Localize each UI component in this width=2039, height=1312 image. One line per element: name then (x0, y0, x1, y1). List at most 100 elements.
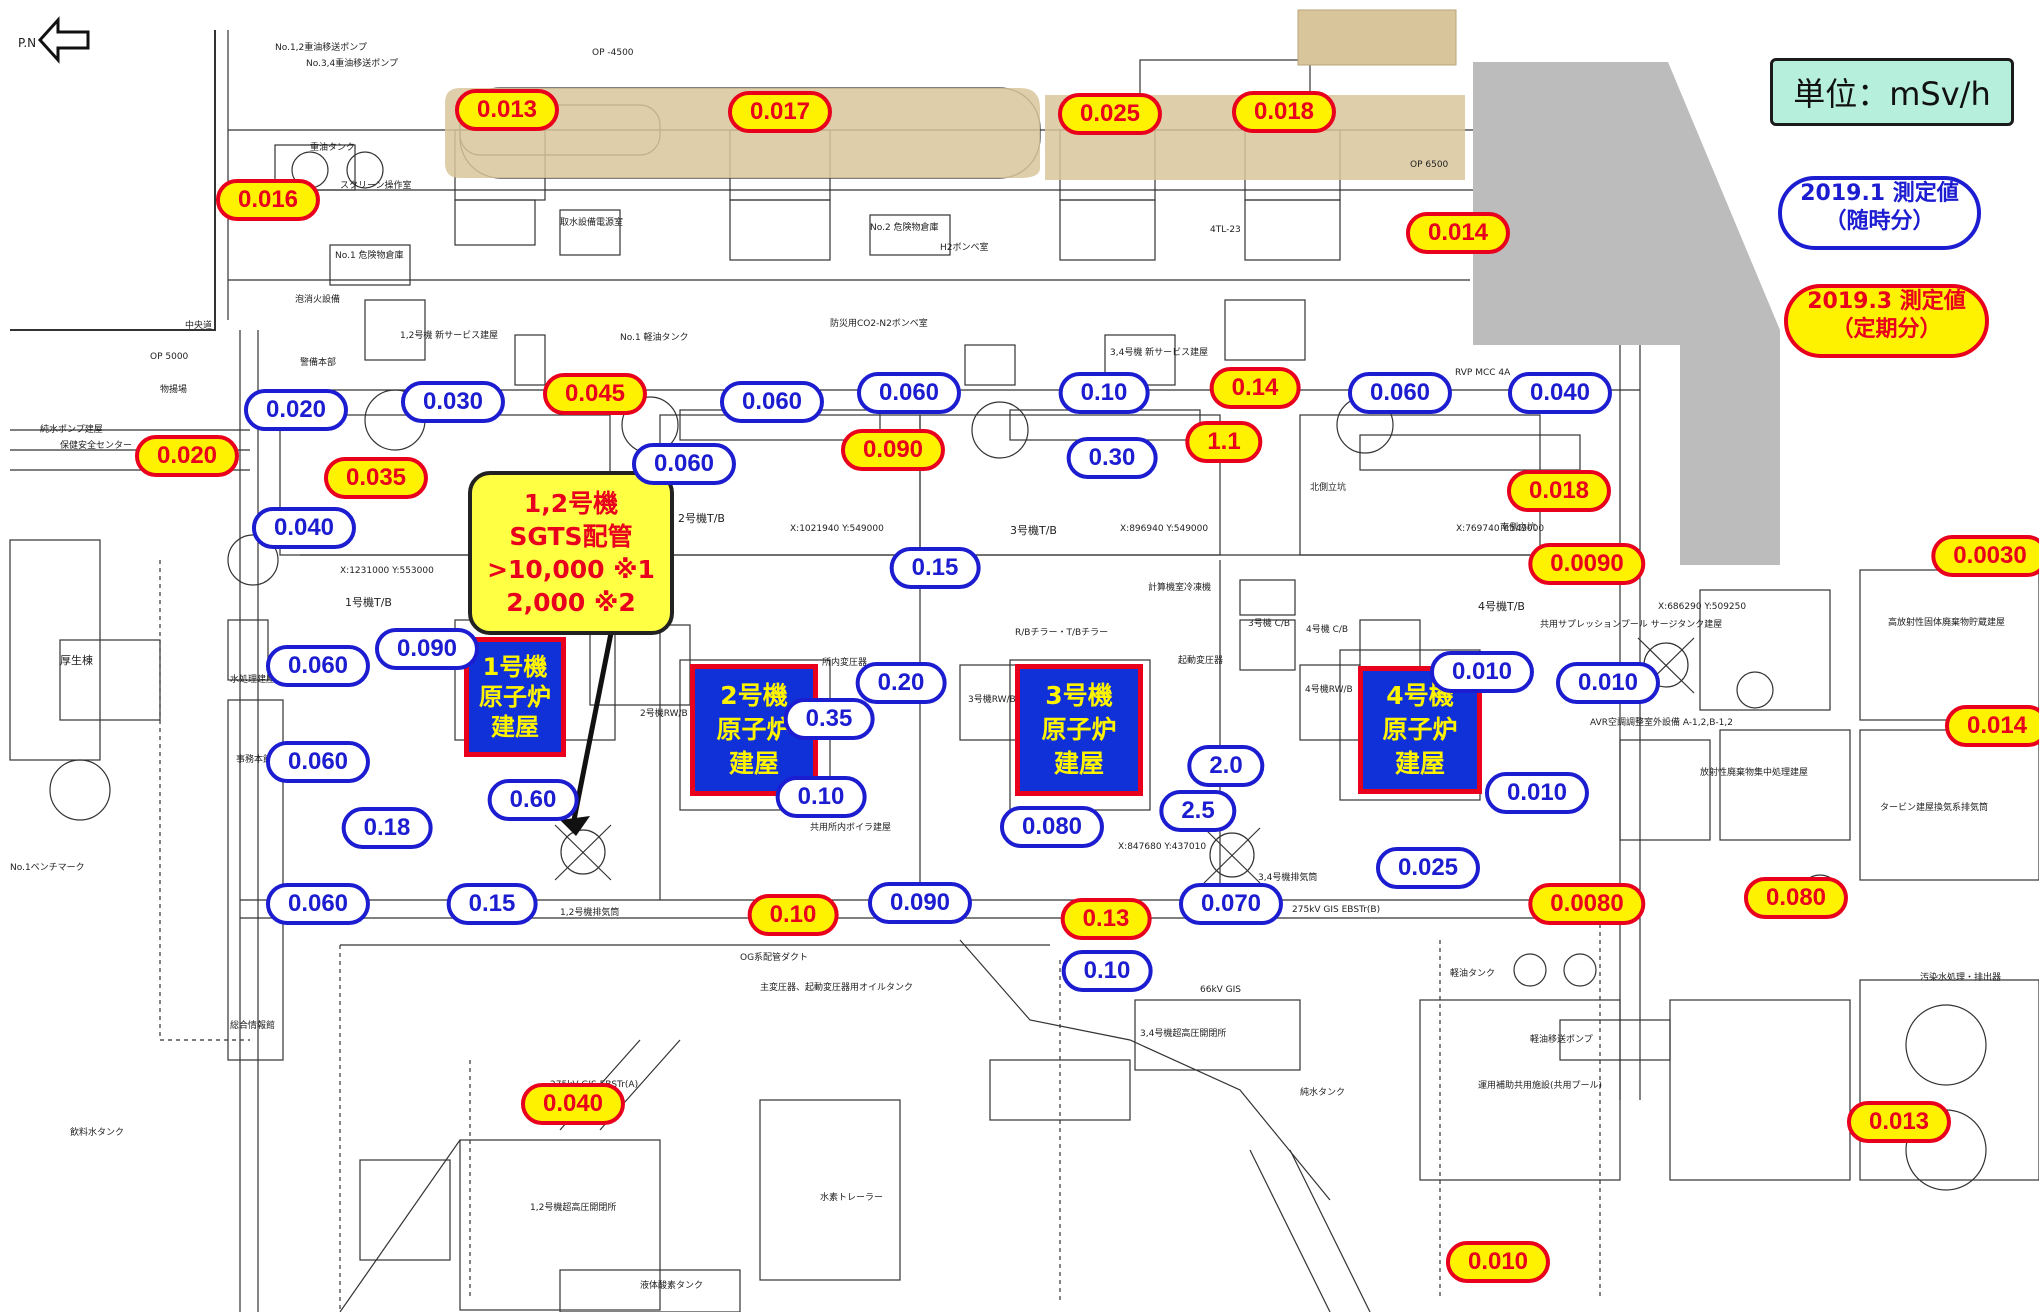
plan-label: 3,4号機 新サービス建屋 (1110, 348, 1209, 358)
plan-label: 南側立坑 (1500, 523, 1537, 533)
plan-label: 1号機T/B (345, 596, 392, 609)
plan-label: 3,4号機超高圧開閉所 (1140, 1029, 1227, 1039)
plan-label: 共用サプレッションプール サージタンク建屋 (1540, 620, 1723, 630)
plan-label: 飲料水タンク (70, 1128, 125, 1138)
plan-label: 1,2号機超高圧開閉所 (530, 1203, 617, 1213)
plan-label: 275kV GIS EBSTr(B) (1292, 905, 1381, 915)
plan-label: OP -4500 (592, 48, 634, 58)
plan-label: X:769740 Y:549000 (1456, 524, 1545, 534)
dose-tag-red: 0.090 (840, 429, 946, 471)
plan-label: 放射性廃棄物集中処理建屋 (1700, 768, 1809, 778)
dose-tag-blue: 0.070 (1178, 883, 1284, 925)
plan-label: X:1231000 Y:553000 (340, 566, 434, 576)
dose-tag-blue: 0.010 (1484, 772, 1590, 814)
legend-blue-line1: 2019.1 測定値 (1800, 181, 1959, 206)
reactor-unit4-line3: 建屋 (1394, 749, 1445, 778)
plan-label: 総合情報館 (230, 1021, 276, 1031)
reactor-unit3-line3: 建屋 (1053, 749, 1104, 778)
dose-tag-blue: 0.020 (243, 389, 349, 431)
dose-tag-red: 0.040 (520, 1083, 626, 1125)
plan-label: No.1 軽油タンク (620, 333, 689, 343)
plan-label: 純水タンク (1300, 1088, 1346, 1098)
plan-label: 重油タンク (310, 143, 356, 153)
dose-tag-red: 0.018 (1506, 470, 1612, 512)
dose-tag-blue: 0.30 (1066, 437, 1158, 479)
plan-label: 3号機T/B (1010, 524, 1057, 537)
plan-label: X:1021940 Y:549000 (790, 524, 884, 534)
dose-tag-blue: 0.060 (719, 381, 825, 423)
dose-tag-blue: 0.060 (631, 443, 737, 485)
plan-label: No.3,4重油移送ポンプ (306, 59, 398, 69)
unit-label: 単位：mSv/h (1770, 58, 2014, 126)
plan-label: 2号機T/B (678, 512, 725, 525)
dose-tag-red: 0.013 (1846, 1101, 1952, 1143)
callout-line2: SGTS配管 (509, 522, 633, 551)
dose-tag-red: 0.14 (1209, 367, 1301, 409)
dose-tag-red: 0.013 (454, 89, 560, 131)
dose-tag-blue: 0.060 (265, 645, 371, 687)
plan-label: 水処理建屋 (230, 675, 276, 685)
plan-label: 事務本館別館 (236, 755, 291, 765)
reactor-unit3-line2: 原子炉 (1041, 715, 1117, 744)
dose-tag-blue: 2.0 (1187, 745, 1265, 787)
dose-tag-blue: 0.10 (1061, 950, 1153, 992)
plan-label: 純水ポンプ建屋 (40, 425, 103, 435)
callout-line1: 1,2号機 (523, 489, 619, 518)
plan-label: 3号機 C/B (1248, 619, 1291, 629)
plan-label: 厚生棟 (60, 654, 93, 667)
plan-label: 起動変圧器 (1178, 656, 1224, 666)
dose-tag-blue: 0.35 (783, 698, 875, 740)
reactor-unit2-line1: 2号機 (720, 681, 788, 710)
plan-label: AVR空調調整室外設備 A-1,2,B-1,2 (1590, 718, 1733, 728)
dose-tag-blue: 0.080 (999, 806, 1105, 848)
plan-label: No.1,2重油移送ポンプ (275, 43, 367, 53)
plan-label: 2号機RW/B (640, 709, 688, 719)
orientation-label: P.N (18, 36, 37, 50)
dose-tag-red: 0.020 (134, 435, 240, 477)
plan-label: R/Bチラー・T/Bチラー (1015, 628, 1109, 638)
plan-label: OP 5000 (150, 352, 189, 362)
dose-tag-blue: 0.030 (400, 381, 506, 423)
dose-tag-blue: 0.20 (855, 662, 947, 704)
plan-label: 汚染水処理・排出器 (1920, 973, 2002, 983)
plan-label: 高放射性固体廃棄物貯蔵建屋 (1888, 618, 2006, 628)
plan-label: X:896940 Y:549000 (1120, 524, 1209, 534)
legend-red-measurement: 2019.3 測定値 （定期分） (1784, 284, 1989, 358)
plan-label: X:686290 Y:509250 (1658, 602, 1747, 612)
dose-tag-blue: 0.090 (374, 628, 480, 670)
plan-label: OG系配管ダクト (740, 953, 809, 963)
plan-label: タービン建屋換気系排気筒 (1880, 803, 1989, 813)
dose-tag-blue: 0.025 (1375, 847, 1481, 889)
dose-tag-red: 0.035 (323, 457, 429, 499)
dose-tag-red: 1.1 (1185, 421, 1263, 463)
dose-tag-blue: 0.090 (867, 882, 973, 924)
dose-tag-red: 0.080 (1743, 877, 1849, 919)
dose-tag-red: 0.045 (542, 373, 648, 415)
plan-label: 警備本部 (300, 358, 337, 368)
dose-tag-blue: 0.010 (1555, 662, 1661, 704)
plan-label: 所内変圧器 (822, 658, 868, 668)
dose-tag-red: 0.025 (1057, 93, 1163, 135)
dose-tag-blue: 0.15 (446, 883, 538, 925)
legend-blue-measurement: 2019.1 測定値 （随時分） (1778, 176, 1981, 250)
plan-label: 3,4号機排気筒 (1258, 873, 1318, 883)
plan-label: スクリーン操作室 (340, 181, 412, 191)
dose-tag-red: 0.017 (727, 91, 833, 133)
plan-label: 4TL-23 (1210, 225, 1241, 235)
dose-tag-red: 0.014 (1944, 705, 2039, 747)
reactor-unit1-line1: 1号機 (482, 653, 548, 681)
sgts-piping-callout: 1,2号機 SGTS配管 >10,000 ※1 2,000 ※2 (468, 471, 674, 635)
plan-label: 水素トレーラー (820, 1193, 884, 1203)
reactor-unit1-line2: 原子炉 (479, 683, 551, 711)
plan-label: 防災用CO2-N2ボンベ室 (830, 319, 928, 329)
plan-label: 軽油タンク (1450, 969, 1496, 979)
callout-line3: >10,000 ※1 (487, 555, 655, 584)
reactor-unit2-line3: 建屋 (728, 749, 779, 778)
legend-blue-line2: （随時分） (1824, 209, 1935, 234)
dose-tag-red: 0.0090 (1528, 543, 1646, 585)
plan-label: 中央道 (185, 321, 213, 331)
plan-label: 主変圧器、起動変圧器用オイルタンク (760, 983, 914, 993)
callout-line4: 2,000 ※2 (506, 588, 636, 617)
plan-label: 保健安全センター (60, 441, 133, 451)
